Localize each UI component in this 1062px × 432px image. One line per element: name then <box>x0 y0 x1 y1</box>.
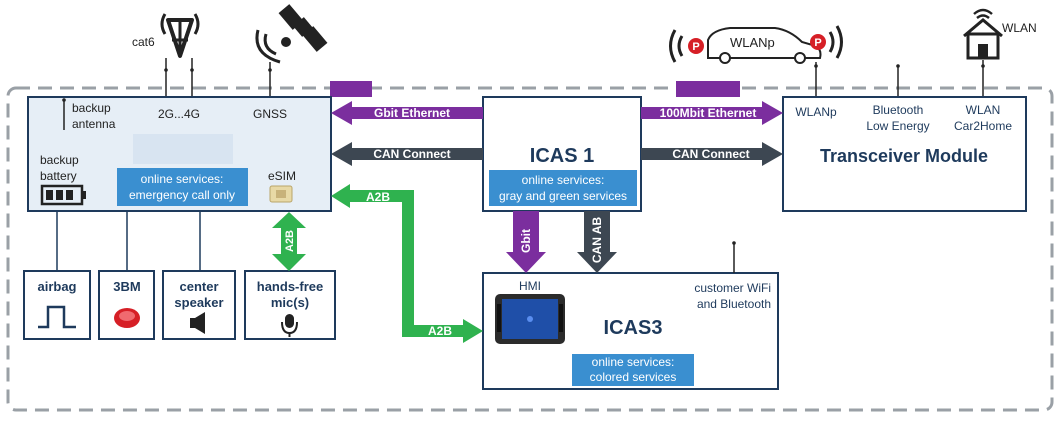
handsfree-label-2: mic(s) <box>271 295 309 310</box>
center-speaker-label-2: speaker <box>174 295 223 310</box>
gnss-label: GNSS <box>253 107 287 121</box>
esim-label: eSIM <box>268 169 296 183</box>
band-label: 2G...4G <box>158 107 200 121</box>
3bm-label: 3BM <box>113 279 140 294</box>
customer-wifi-label-2: and Bluetooth <box>697 297 771 311</box>
svg-text:P: P <box>814 37 821 49</box>
icas3-title: ICAS3 <box>604 317 663 339</box>
transceiver-module: WLANp Bluetooth Low Energy WLAN Car2Home… <box>782 96 1027 212</box>
a2b-modem-icas3-arrow: A2B A2B <box>331 184 483 343</box>
gbit-ethernet-arrow: Gbit Ethernet <box>331 101 483 125</box>
can-connect-left-arrow: CAN Connect <box>331 142 483 166</box>
gbit-ethernet-label: Gbit Ethernet <box>374 106 450 120</box>
modem-services-line-2: emergency call only <box>129 188 235 202</box>
transceiver-wlanp-label: WLANp <box>795 105 837 119</box>
modem-ethernet-port <box>330 81 372 97</box>
cat6-label: cat6 <box>132 35 155 49</box>
icas1-services-line-2: gray and green services <box>499 189 627 203</box>
pulse-icon <box>38 305 76 329</box>
transceiver-wlan-label-1: WLAN <box>966 103 1001 117</box>
microphone-icon <box>281 314 298 337</box>
hmi-label: HMI <box>519 279 541 293</box>
cell-tower-icon <box>160 13 200 58</box>
backup-battery-label-1: backup <box>40 153 79 167</box>
backup-battery-label-2: battery <box>40 169 77 183</box>
svg-text:P: P <box>692 41 699 53</box>
can-connect-left-label: CAN Connect <box>373 147 450 161</box>
handsfree-label-1: hands-free <box>257 279 323 294</box>
customer-wifi-label-1: customer WiFi <box>694 281 771 295</box>
car-wlanp-icon: P P <box>669 25 843 64</box>
gbit-down-arrow: Gbit <box>506 211 546 273</box>
3bm-box: 3BM <box>98 270 155 340</box>
ethernet-100-arrow: 100Mbit Ethernet <box>641 101 783 125</box>
can-ab-label: CAN AB <box>590 217 604 264</box>
battery-icon <box>40 184 86 206</box>
transceiver-bt-label-2: Low Energy <box>866 119 929 133</box>
gbit-label: Gbit <box>519 229 533 253</box>
modem-module: backup antenna 2G...4G GNSS backup batte… <box>27 96 332 212</box>
transceiver-title: Transceiver Module <box>820 146 988 166</box>
a2b-bottom-label: A2B <box>428 324 452 338</box>
icas1-title: ICAS 1 <box>530 145 594 167</box>
airbag-box: airbag <box>23 270 91 340</box>
icas3-services-line-2: colored services <box>590 370 677 384</box>
satellite-icon <box>255 4 328 64</box>
a2b-top-label: A2B <box>366 190 390 204</box>
backup-antenna-label-1: backup <box>72 101 111 115</box>
a2b-vertical-label: A2B <box>284 230 296 252</box>
modem-services-box <box>117 168 248 206</box>
icas1-services-line-1: online services: <box>522 173 605 187</box>
icas1-module: ICAS 1 online services: gray and green s… <box>482 96 642 212</box>
speaker-icon <box>190 312 205 334</box>
transceiver-bt-label-1: Bluetooth <box>873 103 924 117</box>
modem-services-line-1: online services: <box>141 172 224 186</box>
can-connect-right-label: CAN Connect <box>672 147 749 161</box>
icas3-services-line-1: online services: <box>592 355 675 369</box>
sim-card-icon <box>269 185 293 203</box>
backup-antenna-label-2: antenna <box>72 117 116 131</box>
hmi-display-icon <box>495 294 565 344</box>
can-ab-down-arrow: CAN AB <box>577 211 617 273</box>
a2b-handsfree-arrow: A2B <box>272 212 306 271</box>
icas3-services-box <box>572 354 694 386</box>
center-speaker-label-1: center <box>179 279 218 294</box>
airbag-label: airbag <box>37 279 76 294</box>
ethernet-100-label: 100Mbit Ethernet <box>660 106 757 120</box>
icas3-module: HMI customer WiFi and Bluetooth ICAS3 on… <box>482 241 779 390</box>
transceiver-wlan-label-2: Car2Home <box>954 119 1012 133</box>
vehicle-boundary <box>6 86 1054 412</box>
home-wifi-icon <box>963 8 1003 60</box>
can-connect-right-arrow: CAN Connect <box>641 142 783 166</box>
icas1-services-box <box>489 170 637 206</box>
wlan-top-label: WLAN <box>1002 21 1037 35</box>
transceiver-ethernet-port <box>676 81 740 97</box>
center-speaker-box: center speaker <box>162 270 236 340</box>
handsfree-mic-box: hands-free mic(s) <box>244 270 336 340</box>
wlanp-top-label: WLANp <box>730 35 775 50</box>
modem-placeholder <box>133 134 233 164</box>
